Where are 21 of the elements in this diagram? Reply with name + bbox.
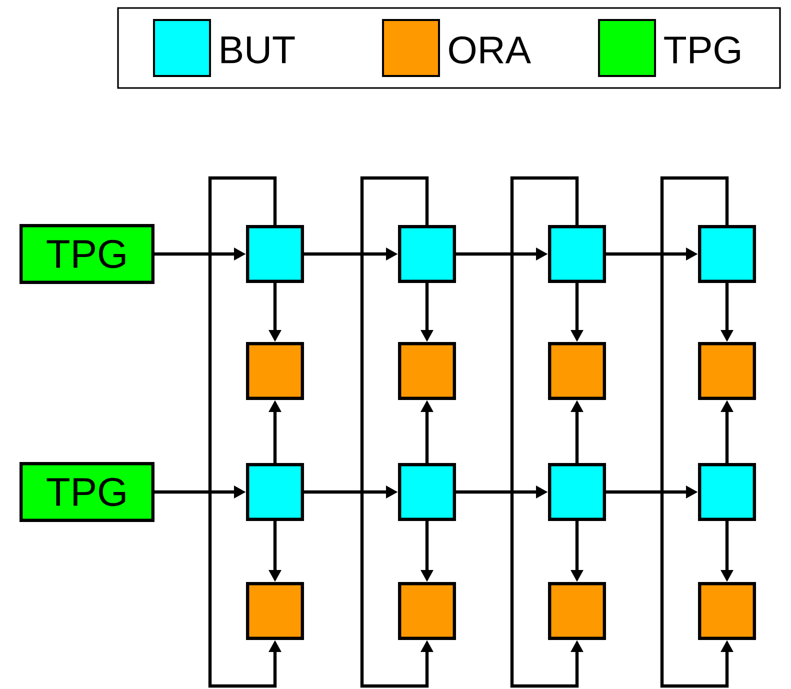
block-box: TPG xyxy=(20,462,154,522)
square-block xyxy=(698,342,756,400)
square-block xyxy=(698,582,756,640)
square-block xyxy=(246,582,304,640)
legend-label: TPG xyxy=(664,36,740,64)
square-block xyxy=(548,342,606,400)
square-block xyxy=(698,225,756,283)
square-block xyxy=(548,225,606,283)
square-block xyxy=(246,225,304,283)
square-block xyxy=(398,463,456,521)
square-block xyxy=(698,463,756,521)
square-block xyxy=(548,463,606,521)
legend-label: ORA xyxy=(449,36,531,64)
square-block xyxy=(398,582,456,640)
square-block xyxy=(246,463,304,521)
block-box: TPG xyxy=(20,224,154,284)
square-block xyxy=(398,225,456,283)
square-block xyxy=(548,582,606,640)
square-block xyxy=(398,342,456,400)
square-block xyxy=(246,342,304,400)
legend-label: BUT xyxy=(221,36,295,64)
